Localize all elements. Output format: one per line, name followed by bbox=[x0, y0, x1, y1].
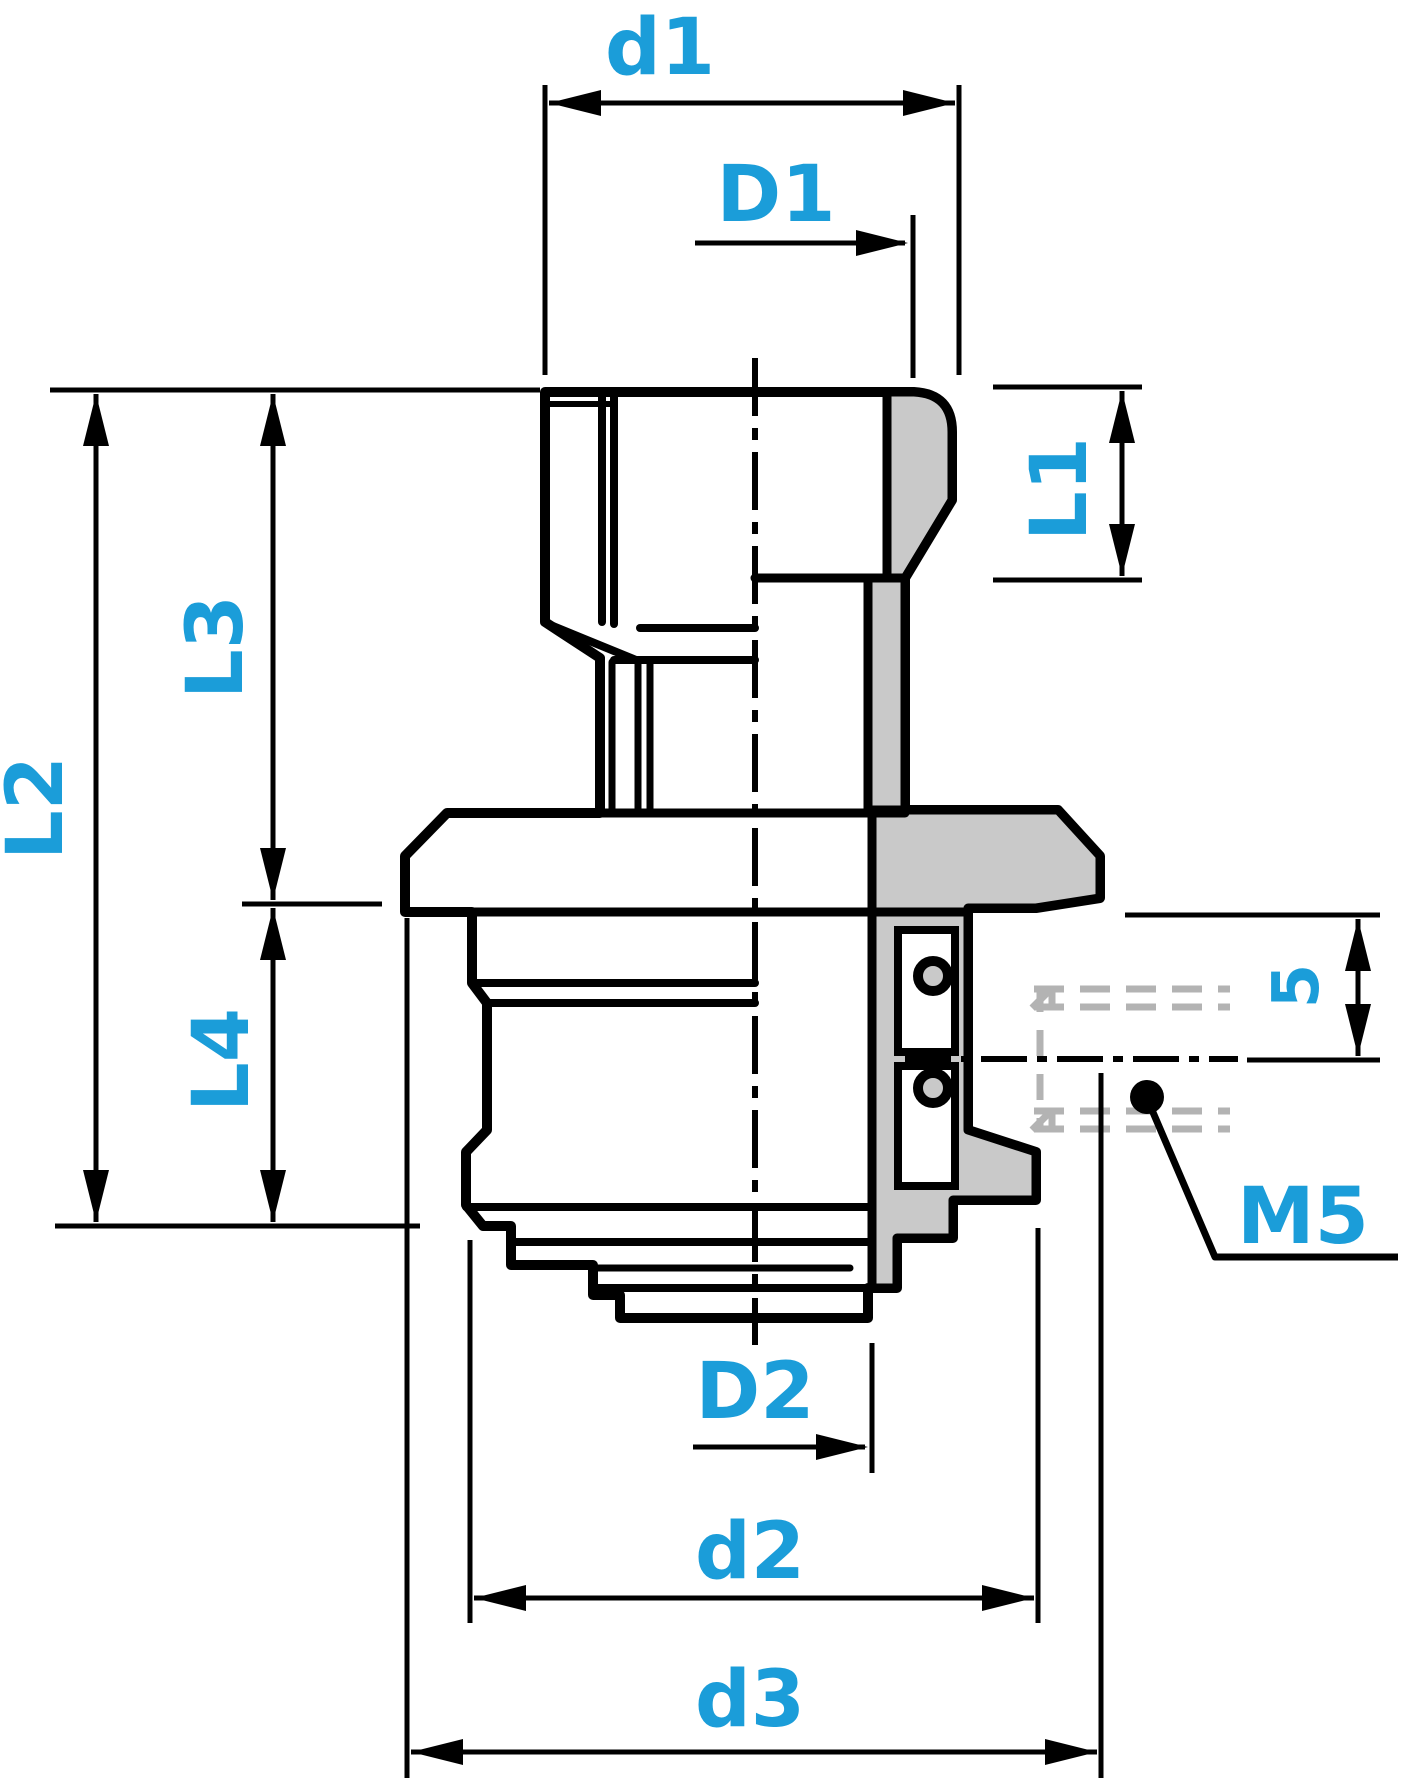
centerlines bbox=[752, 358, 1238, 1345]
label-d2: d2 bbox=[695, 1507, 805, 1597]
section-top-wall bbox=[882, 387, 957, 583]
label-L4: L4 bbox=[177, 1008, 267, 1112]
hidden-thread-lines bbox=[1029, 985, 1230, 1133]
label-thread-m5: M5 bbox=[1237, 1172, 1369, 1262]
label-depth5: 5 bbox=[1260, 964, 1334, 1009]
label-d3: d3 bbox=[695, 1655, 805, 1745]
label-D1: D1 bbox=[716, 150, 835, 240]
section-neck-wall bbox=[863, 573, 910, 817]
dimension-d1: d1 bbox=[542, 3, 962, 375]
dimension-d2: d2 bbox=[467, 1228, 1041, 1623]
label-d1: d1 bbox=[605, 3, 715, 93]
dimension-d3: d3 bbox=[404, 918, 1104, 1778]
label-L1: L1 bbox=[1015, 437, 1105, 541]
section-cut-fill bbox=[863, 387, 1105, 1293]
dimension-D2: D2 bbox=[693, 1343, 875, 1473]
oring-section-upper bbox=[913, 956, 953, 996]
dimension-L1: L1 bbox=[993, 384, 1142, 583]
dimension-L2: L2 bbox=[0, 387, 540, 1229]
label-D2: D2 bbox=[695, 1347, 814, 1437]
dimension-D1: D1 bbox=[695, 150, 916, 378]
part-internal-edges bbox=[462, 392, 973, 1293]
dimension-L4: L4 bbox=[177, 908, 286, 1222]
leader-dot bbox=[1130, 1080, 1164, 1114]
m5-leader: M5 bbox=[1130, 1080, 1398, 1262]
dimension-L3: L3 bbox=[171, 394, 382, 907]
dimension-depth5: 5 bbox=[1125, 912, 1380, 1063]
oring-section-lower bbox=[913, 1068, 953, 1108]
label-L3: L3 bbox=[171, 595, 261, 699]
label-L2: L2 bbox=[0, 756, 81, 860]
